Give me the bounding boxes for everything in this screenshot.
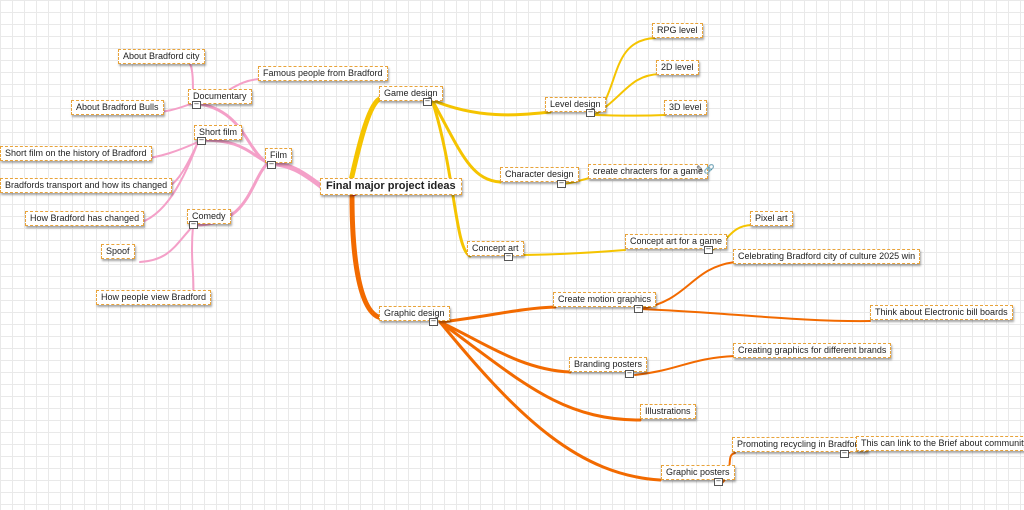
- node-documentary[interactable]: Documentary: [188, 89, 252, 104]
- node-graphics-for-brands[interactable]: Creating graphics for different brands: [733, 343, 892, 358]
- node-city-of-culture[interactable]: Celebrating Bradford city of culture 202…: [733, 249, 921, 264]
- node-game-design[interactable]: Game design: [379, 86, 443, 101]
- node-graphic-posters[interactable]: Graphic posters: [661, 465, 735, 480]
- node-level-design[interactable]: Level design: [545, 97, 606, 112]
- node-concept-art[interactable]: Concept art: [467, 241, 524, 256]
- node-link-to-brief[interactable]: This can link to the Brief about communi…: [856, 436, 1024, 451]
- edge-motion-billboards: [639, 308, 871, 323]
- collapse-toggle-icon[interactable]: −: [267, 160, 276, 169]
- collapse-toggle-icon[interactable]: −: [586, 108, 595, 117]
- node-character-design[interactable]: Character design: [500, 167, 579, 182]
- node-branding-posters[interactable]: Branding posters: [569, 357, 648, 372]
- edge-game-concept: [430, 98, 472, 258]
- collapse-toggle-icon[interactable]: −: [714, 477, 723, 486]
- collapse-toggle-icon[interactable]: −: [189, 220, 198, 229]
- node-comedy[interactable]: Comedy: [187, 209, 231, 224]
- node-history-of-bradford[interactable]: Short film on the history of Bradford: [0, 146, 152, 161]
- node-bradford-transport[interactable]: Bradfords transport and how its changed: [0, 178, 173, 193]
- node-famous-people[interactable]: Famous people from Bradford: [258, 66, 388, 81]
- collapse-toggle-icon[interactable]: −: [625, 369, 634, 378]
- edge-graphic-branding: [438, 320, 572, 374]
- node-about-bradford-bulls[interactable]: About Bradford Bulls: [71, 100, 164, 115]
- collapse-toggle-icon[interactable]: −: [192, 100, 201, 109]
- node-about-bradford-city[interactable]: About Bradford city: [118, 49, 205, 64]
- node-short-film[interactable]: Short film: [194, 125, 243, 140]
- collapse-toggle-icon[interactable]: −: [504, 252, 513, 261]
- edge-root-game: [347, 95, 385, 188]
- node-create-characters[interactable]: create chracters for a game: [588, 164, 709, 179]
- edge-game-level: [430, 98, 552, 117]
- root-node[interactable]: Final major project ideas: [320, 178, 462, 195]
- collapse-toggle-icon[interactable]: −: [704, 245, 713, 254]
- edge-graphic-posters: [438, 320, 662, 482]
- collapse-toggle-icon[interactable]: −: [197, 136, 206, 145]
- edge-root-film: [267, 160, 325, 190]
- edge-comedy-spoof: [139, 225, 194, 263]
- node-graphic-design[interactable]: Graphic design: [379, 306, 450, 321]
- collapse-toggle-icon[interactable]: −: [429, 317, 438, 326]
- node-how-people-view-bradford[interactable]: How people view Bradford: [96, 290, 212, 305]
- node-illustrations[interactable]: Illustrations: [640, 404, 696, 419]
- edge-branding-brands: [634, 355, 736, 376]
- collapse-toggle-icon[interactable]: −: [634, 304, 643, 313]
- edge-graphic-motion: [438, 305, 557, 324]
- collapse-toggle-icon[interactable]: −: [423, 97, 432, 106]
- node-how-bradford-changed[interactable]: How Bradford has changed: [25, 211, 145, 226]
- node-2d-level[interactable]: 2D level: [656, 60, 699, 75]
- node-3d-level[interactable]: 3D level: [664, 100, 707, 115]
- edge-level-3d: [594, 114, 666, 117]
- node-rpg-level[interactable]: RPG level: [652, 23, 703, 38]
- edge-root-graphic: [349, 193, 385, 321]
- node-motion-graphics[interactable]: Create motion graphics: [553, 292, 657, 307]
- edge-comedy-view: [191, 225, 195, 298]
- edge-film-shortfilm: [198, 138, 270, 165]
- edge-game-character: [430, 98, 502, 184]
- edge-graphic-illustrations: [438, 320, 642, 422]
- collapse-toggle-icon[interactable]: −: [840, 449, 849, 458]
- node-concept-art-for-game[interactable]: Concept art for a game: [625, 234, 728, 249]
- node-spoof[interactable]: Spoof: [101, 244, 135, 259]
- node-electronic-billboards[interactable]: Think about Electronic bill boards: [870, 305, 1013, 320]
- collapse-toggle-icon[interactable]: −: [557, 179, 566, 188]
- node-film[interactable]: Film: [265, 148, 292, 163]
- edge-concept-forgame: [514, 249, 626, 256]
- node-pixel-art[interactable]: Pixel art: [750, 211, 793, 226]
- link-icon[interactable]: ✎🔗: [696, 165, 715, 175]
